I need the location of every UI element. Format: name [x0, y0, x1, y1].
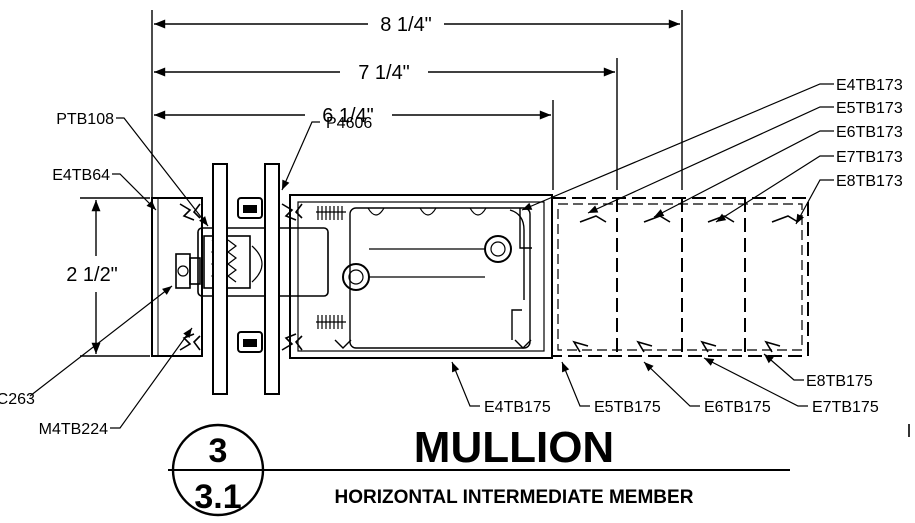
- label-e6tb175: E6TB175: [704, 399, 771, 416]
- dimension-lines: [80, 10, 683, 357]
- detail-number: 3: [209, 432, 228, 470]
- dimension-overall: 8 1/4": [380, 14, 432, 36]
- leader-lines: [29, 83, 834, 429]
- label-e5tb173: E5TB173: [836, 100, 903, 117]
- detail-subtitle: HORIZONTAL INTERMEDIATE MEMBER: [335, 487, 694, 508]
- dimension-mid: 7 1/4": [358, 62, 410, 84]
- label-e5tb175: E5TB175: [594, 399, 661, 416]
- mullion-profile: [151, 194, 553, 359]
- label-ptb108: PTB108: [56, 111, 114, 128]
- label-e4tb175: E4TB175: [484, 399, 551, 416]
- glazing-infill: [212, 163, 280, 395]
- label-bc263: BC263: [0, 391, 35, 408]
- label-e6tb173: E6TB173: [836, 124, 903, 141]
- label-e7tb173: E7TB173: [836, 149, 903, 166]
- label-e7tb175: E7TB175: [812, 399, 879, 416]
- label-p4606: P4606: [326, 115, 372, 132]
- sheet-number: 3.1: [194, 478, 241, 516]
- label-e4tb64: E4TB64: [52, 167, 110, 184]
- detail-bubble: [168, 423, 790, 517]
- detail-title: MULLION: [414, 423, 614, 472]
- dimension-height: 2 1/2": [66, 264, 118, 286]
- label-e4tb173: E4TB173: [836, 77, 903, 94]
- label-e8tb173: E8TB173: [836, 173, 903, 190]
- label-e8tb175: E8TB175: [806, 373, 873, 390]
- dimension-short: 6 1/4": [322, 105, 374, 127]
- extension-tubes: [551, 197, 809, 357]
- label-m4tb224: M4TB224: [39, 421, 108, 438]
